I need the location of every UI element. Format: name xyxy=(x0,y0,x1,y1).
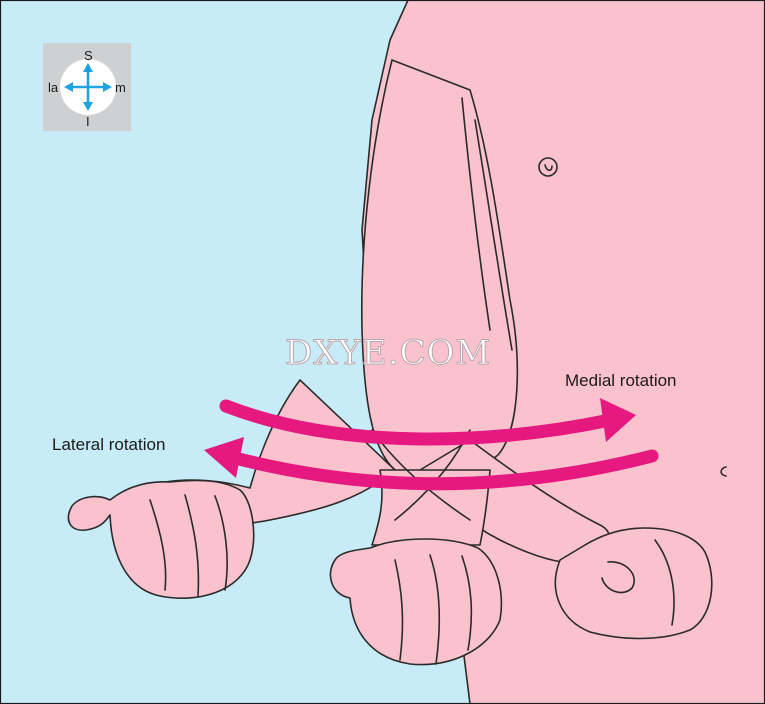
compass-lateral: la xyxy=(48,80,59,95)
watermark: DXYE.COM xyxy=(285,333,491,373)
compass-inferior: I xyxy=(86,114,90,129)
medial-rotation-arrow xyxy=(219,398,636,446)
lateral-rotation-arrow xyxy=(204,437,659,491)
lateral-rotation-label: Lateral rotation xyxy=(52,435,165,454)
compass-arrows-icon xyxy=(64,63,112,111)
orientation-compass: S I la m xyxy=(43,43,131,131)
medial-rotation-label: Medial rotation xyxy=(565,371,677,390)
nipple xyxy=(720,466,727,477)
fist-neutral xyxy=(329,538,503,666)
nipple xyxy=(538,157,558,177)
compass-medial: m xyxy=(115,80,126,95)
compass-superior: S xyxy=(84,48,93,63)
